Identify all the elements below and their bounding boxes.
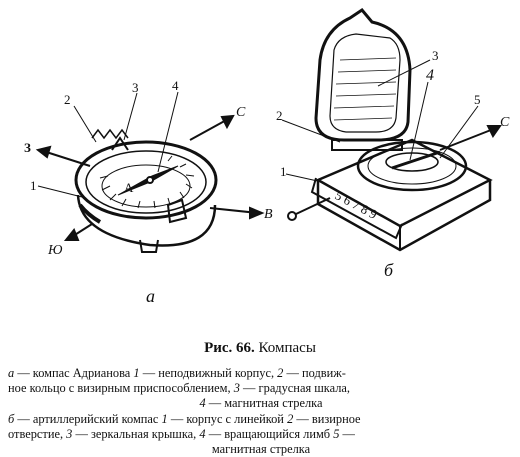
dir-a-west: З [24,140,31,155]
label-a-4: 4 [172,78,179,93]
figure-legend: а — компас Адрианова 1 — неподвижный кор… [8,366,514,457]
part-b-label: б [384,260,394,280]
legend-b-t5: — [342,426,355,441]
legend-b-n1: 1 [161,411,168,426]
part-a-label: а [146,286,155,306]
label-b-1: 1 [280,164,287,179]
legend-a-intro: — компас Адрианова [17,366,131,380]
legend-b-t2: — визирное [296,411,361,426]
label-b-3: 3 [432,48,439,63]
legend-a-n1: 1 [133,366,140,380]
legend-b-n4: 4 [199,426,206,441]
legend-b-letter: б [8,411,15,426]
legend-b-line2: отверстие, 3 — зеркальная крышка, 4 — вр… [8,427,514,442]
legend-a-t1: — неподвижный корпус, [142,366,275,380]
dir-b-north: С [500,115,510,130]
label-a-2: 2 [64,92,71,107]
legend-a-t2: — подвиж- [286,366,346,380]
caption-title: Компасы [258,340,316,356]
legend-b-line3: магнитная стрелка [8,442,514,457]
legend-a-line2: ное кольцо с визирным приспособлением, 3… [8,381,514,396]
mirror-hatch [333,57,397,121]
compass-a [35,91,265,253]
label-b-2: 2 [276,108,283,123]
compass-figure: 2 3 4 1 З С В Ю А а [24,8,510,306]
legend-a-t4: — магнитная стрелка [208,396,323,411]
legend-a-n2: 2 [277,366,284,380]
dir-a-north: С [236,105,246,120]
label-a-3: 3 [132,80,139,95]
legend-a-t3: — градусная шкала, [243,381,351,396]
legend-a-line2-text: ное кольцо с визирным приспособлением, [8,381,231,396]
legend-a-n4: 4 [199,396,206,411]
label-b-5: 5 [474,92,481,107]
legend-b-line1: б — артиллерийский компас 1 — корпус с л… [8,412,514,427]
figure-caption: Рис. 66. Компасы [0,340,520,357]
compass-b [281,8,502,252]
legend-b-t3: — зеркальная крышка, [75,426,197,441]
legend-b-line2-text: отверстие, [8,426,64,441]
legend-b-n5: 5 [333,426,340,441]
legend-b-t4: — вращающийся лимб [208,426,331,441]
legend-b-t1: — корпус с линейкой [170,411,284,426]
legend-a-line3: 4 — магнитная стрелка [8,396,514,411]
dial-ticks-a [99,155,195,209]
dir-a-south: Ю [47,243,63,258]
legend-a-line1: а — компас Адрианова 1 — неподвижный кор… [8,366,514,381]
label-b-4: 4 [426,67,434,84]
dial-a-letter: А [124,180,134,195]
dir-a-east: В [264,207,273,222]
legend-a-n3: 3 [233,381,240,396]
label-a-1: 1 [30,178,37,193]
legend-b-intro: — артиллерийский компас [17,411,159,426]
legend-b-line3-text: магнитная стрелка [211,442,311,457]
caption-prefix: Рис. 66. [204,340,255,356]
legend-b-n2: 2 [287,411,294,426]
legend-a-letter: а [8,366,15,380]
legend-b-n3: 3 [66,426,73,441]
